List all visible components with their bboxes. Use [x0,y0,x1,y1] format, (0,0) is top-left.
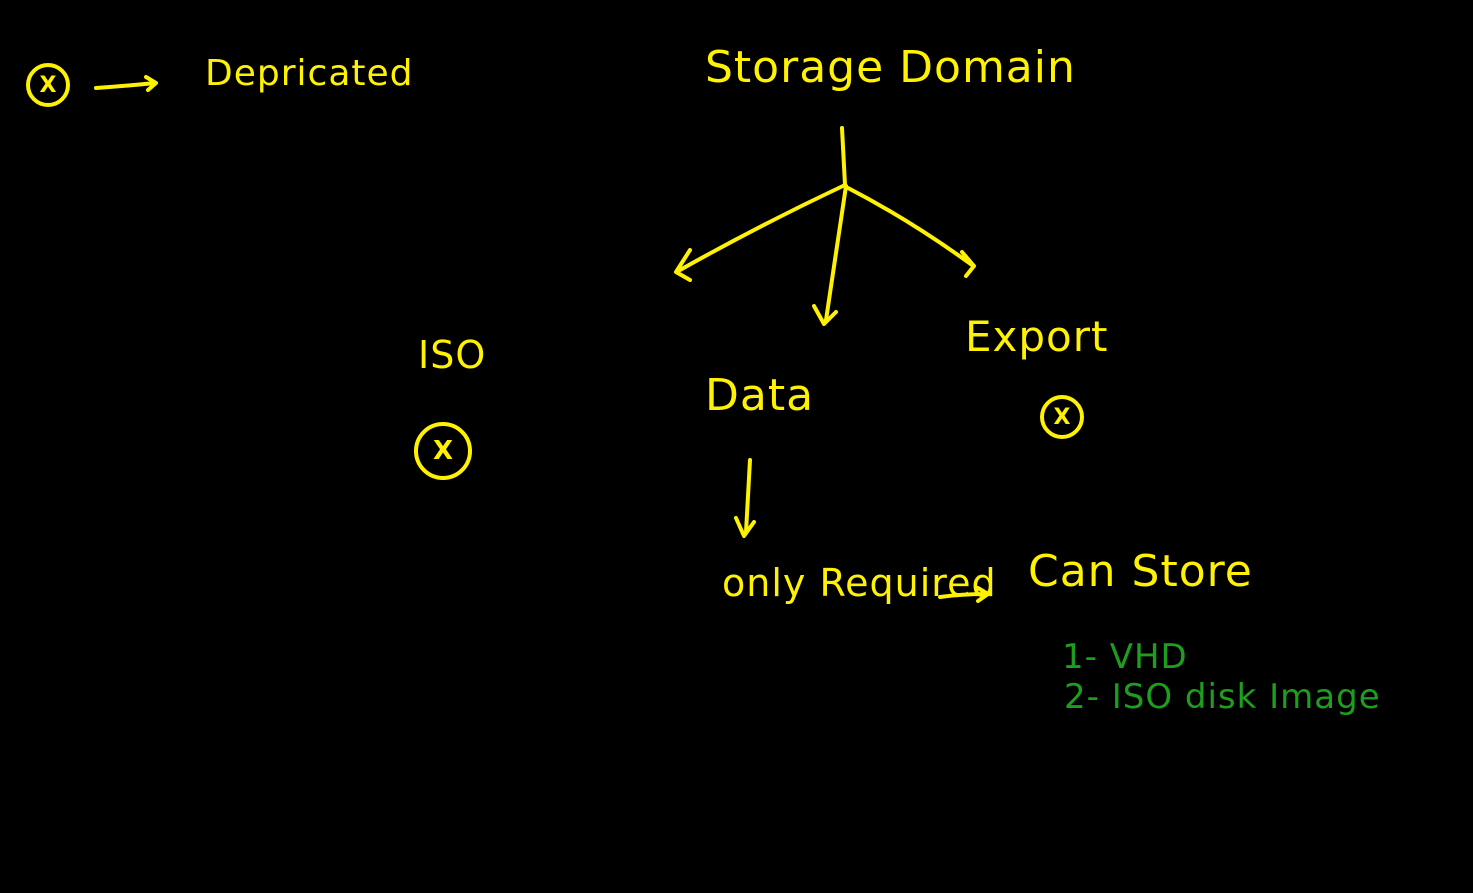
branch-to-data [812,184,848,326]
only-required-note: only Required [722,561,997,605]
can-store-label: Can Store [1028,546,1253,597]
data-node-label: Data [705,370,815,421]
store-list-item: 1- VHD [1062,637,1188,677]
iso-node-label: ISO [418,333,487,377]
export-deprecated-mark-icon: X [1040,395,1084,439]
root-node-label: Storage Domain [705,42,1076,93]
legend-label: Depricated [205,53,414,94]
branch-to-export [846,186,976,278]
data-down-arrow [734,458,756,538]
export-node-label: Export [965,312,1109,361]
iso-deprecated-mark-icon: X [414,422,472,480]
branch-to-iso [674,183,847,282]
store-list-item: 2- ISO disk Image [1064,677,1381,717]
legend-arrow [94,75,158,92]
required-to-store-arrow [938,586,990,603]
deprecated-mark-icon: X [26,63,70,107]
tree-trunk [840,126,847,187]
